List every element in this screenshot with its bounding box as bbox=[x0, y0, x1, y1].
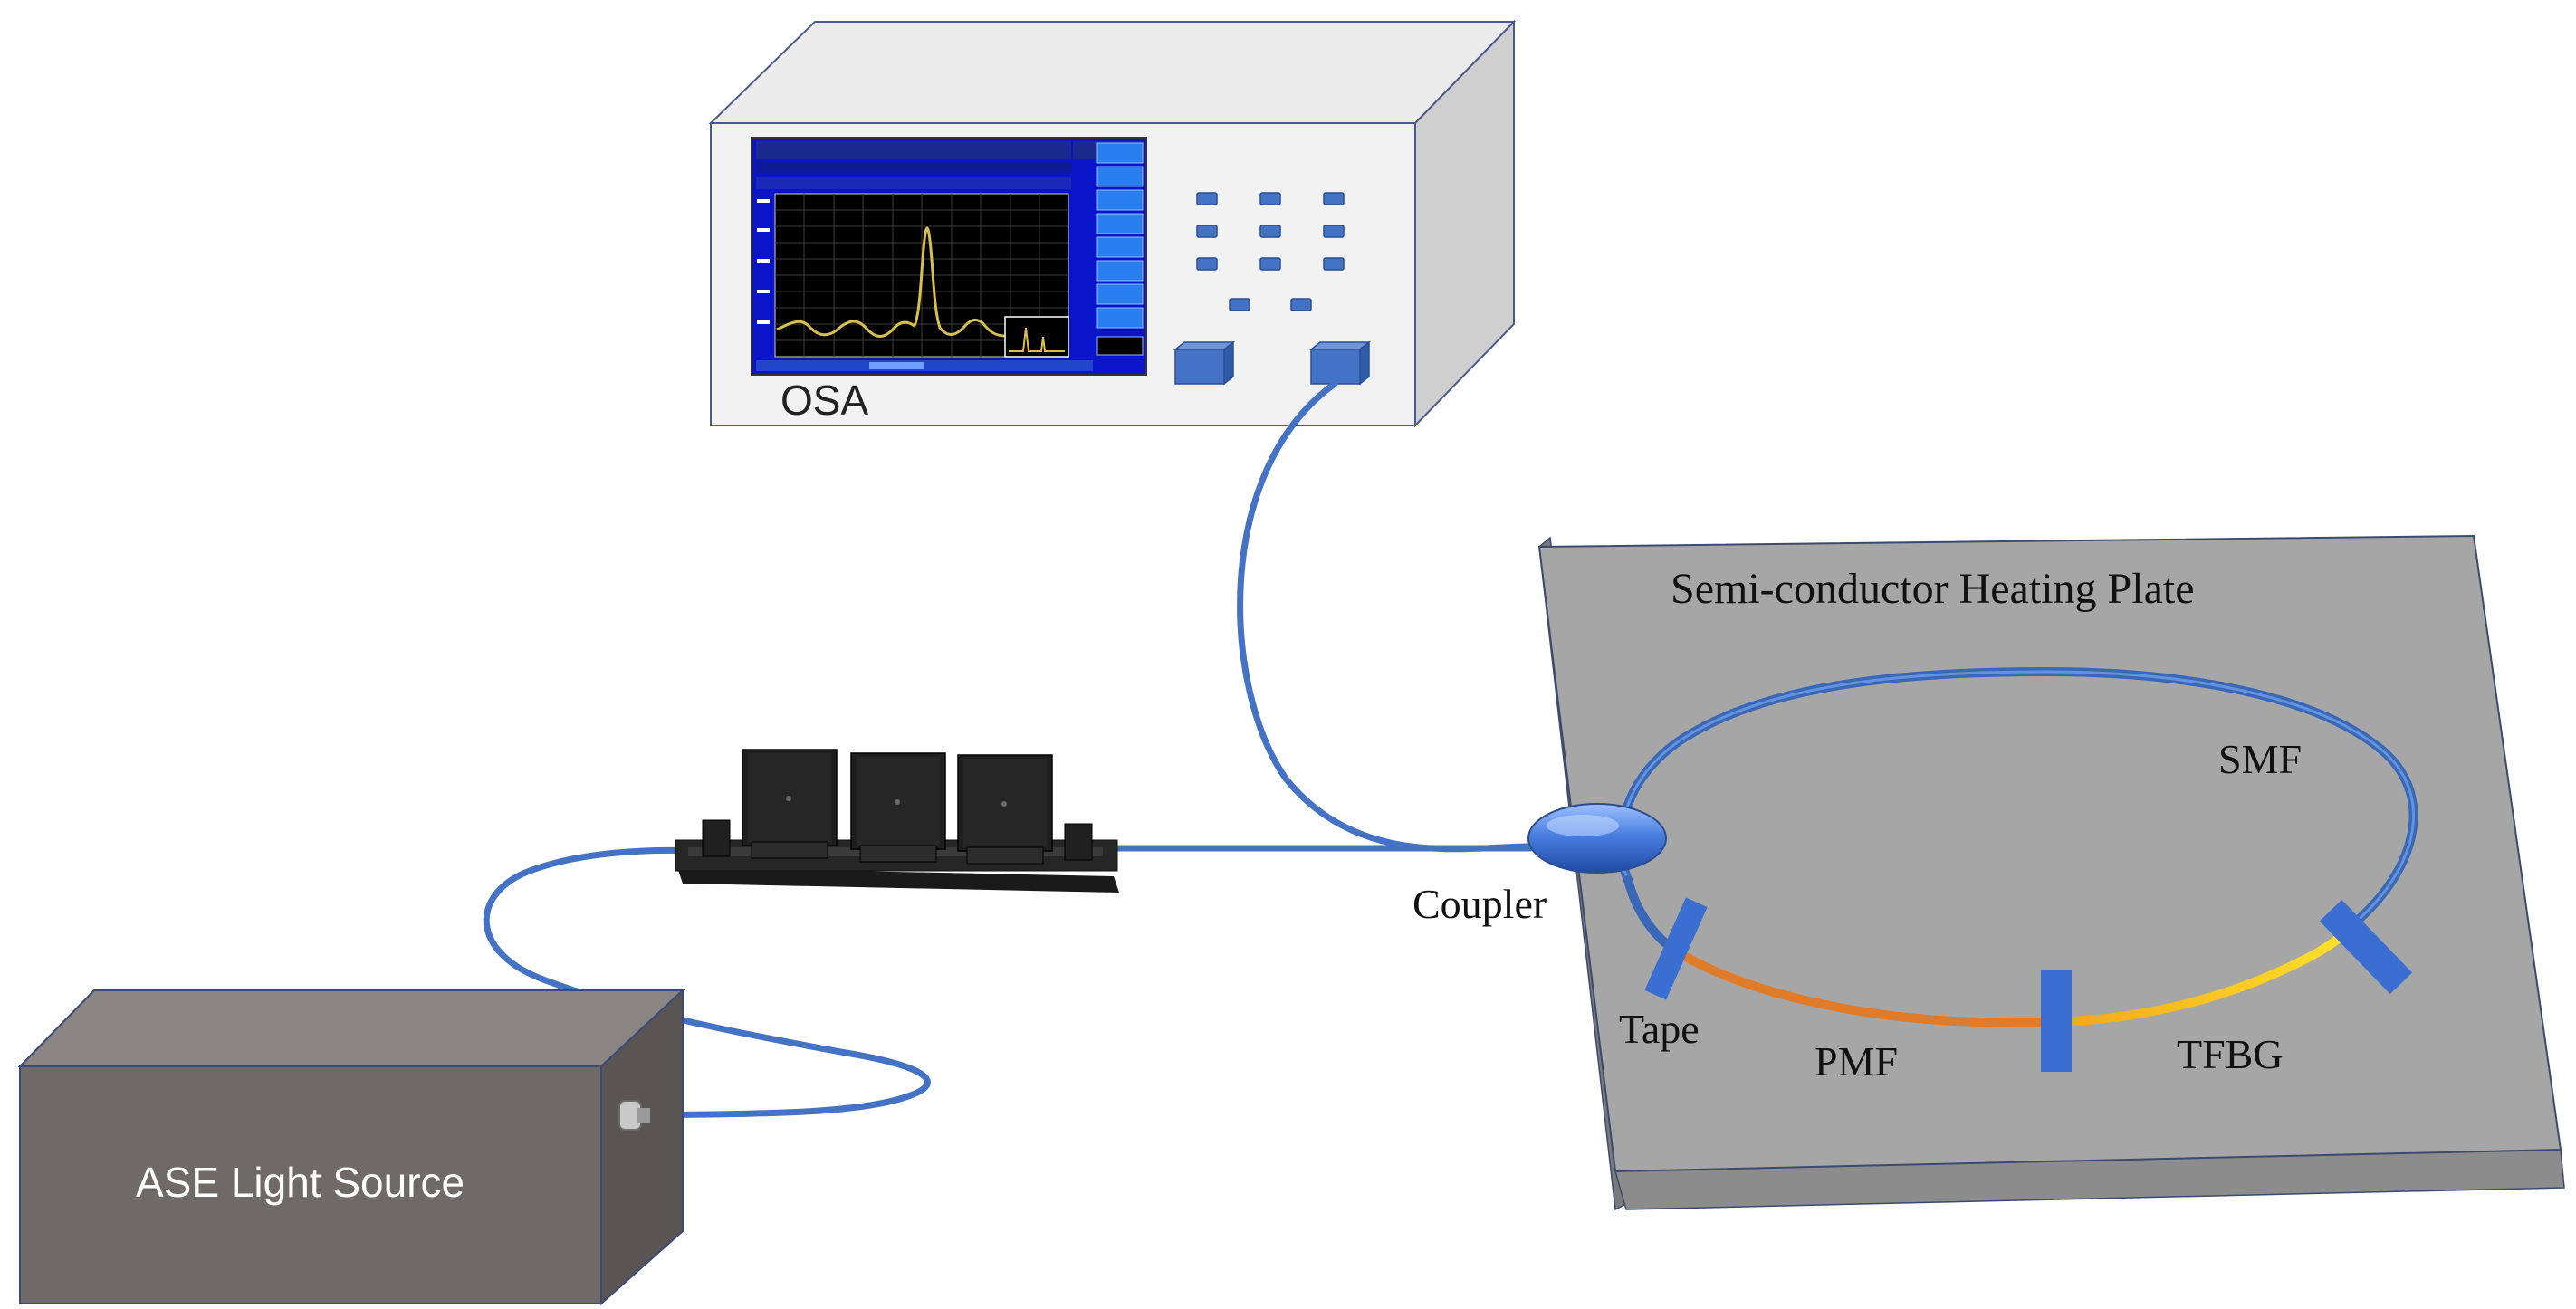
fiber-osa-to-coupler bbox=[1237, 380, 1534, 853]
osa-label: OSA bbox=[780, 377, 868, 424]
osa-top-face bbox=[708, 21, 1517, 124]
heating-plate: Semi-conductor Heating Plate bbox=[1537, 534, 2565, 1211]
polarization-controller bbox=[675, 749, 1119, 893]
ase-light-source: ASE Light Source bbox=[17, 988, 685, 1306]
osa-buttons[interactable] bbox=[1196, 192, 1345, 311]
coupler-label: Coupler bbox=[1412, 881, 1547, 927]
ase-label: ASE Light Source bbox=[136, 1159, 464, 1206]
pmf-fiber-segment bbox=[1681, 952, 2058, 1027]
osa-button[interactable] bbox=[1323, 192, 1345, 205]
smf-label: SMF bbox=[2218, 736, 2302, 782]
osa-button[interactable] bbox=[1196, 257, 1218, 271]
tape-right bbox=[2319, 899, 2413, 995]
controller-paddle[interactable] bbox=[742, 749, 838, 859]
osa-button[interactable] bbox=[1323, 257, 1345, 271]
ase-output-connector[interactable] bbox=[618, 1100, 650, 1131]
osa-softkeys bbox=[1096, 142, 1144, 356]
tfbg-label: TFBG bbox=[2177, 1031, 2284, 1077]
tape-left bbox=[1644, 897, 1708, 1000]
osa-button[interactable] bbox=[1259, 192, 1281, 205]
osa-button[interactable] bbox=[1259, 257, 1281, 271]
fiber-ring: SMF Tape PMF TFBG bbox=[1616, 666, 2418, 1084]
ase-front-face bbox=[19, 1065, 602, 1304]
heating-plate-label: Semi-conductor Heating Plate bbox=[1671, 565, 2195, 613]
coupler: Coupler bbox=[1412, 803, 1667, 927]
osa-screen bbox=[751, 137, 1147, 376]
controller-base bbox=[677, 867, 1119, 893]
osa-button[interactable] bbox=[1196, 192, 1218, 205]
controller-paddle[interactable] bbox=[957, 754, 1053, 865]
tape-middle bbox=[2041, 970, 2072, 1072]
coupler-body bbox=[1527, 803, 1667, 874]
osa-button[interactable] bbox=[1229, 298, 1250, 311]
osa-spectrum-trace bbox=[776, 226, 1011, 338]
osa-port-left[interactable] bbox=[1173, 340, 1236, 386]
osa-port-right[interactable] bbox=[1308, 340, 1372, 386]
connecting-fibers bbox=[483, 380, 1534, 1119]
osa-button[interactable] bbox=[1259, 225, 1281, 238]
osa-button[interactable] bbox=[1196, 225, 1218, 238]
tape-label: Tape bbox=[1619, 1006, 1700, 1052]
fiber-ase-to-controller bbox=[483, 846, 931, 1119]
osa-instrument: OSA bbox=[708, 19, 1517, 428]
osa-button[interactable] bbox=[1290, 298, 1312, 311]
osa-inset-plot bbox=[1004, 316, 1069, 358]
controller-paddle[interactable] bbox=[850, 752, 946, 863]
osa-button[interactable] bbox=[1323, 225, 1345, 238]
pmf-label: PMF bbox=[1815, 1038, 1898, 1084]
ase-top-face bbox=[17, 989, 685, 1067]
